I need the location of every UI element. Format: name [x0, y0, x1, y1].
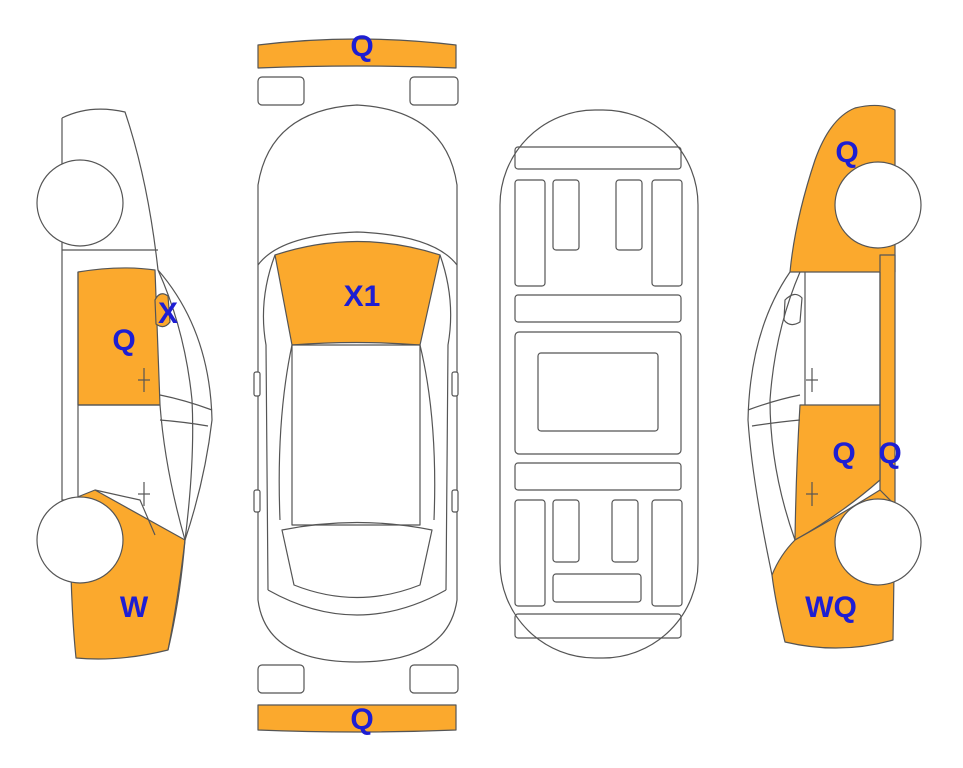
top-side-line-right — [439, 254, 452, 591]
right-front-wheel — [834, 498, 922, 586]
mark-right-rear-quarter: Q — [835, 136, 858, 169]
left-side-view — [36, 108, 213, 660]
rear-bumper-panel[interactable] — [257, 704, 457, 733]
damage-marks: Q X1 Q Q X W Q Q Q WQ — [112, 30, 901, 736]
mark-right-front-door: Q — [832, 437, 855, 470]
top-roof — [291, 344, 421, 526]
left-front-wheel — [36, 496, 124, 584]
mark-left-mirror: X — [158, 297, 178, 330]
mark-front-bumper: Q — [350, 30, 373, 63]
front-bumper-panel[interactable] — [257, 38, 457, 69]
top-mirror-left — [253, 371, 261, 397]
rear-taillight-left — [257, 664, 305, 694]
left-body-outline — [61, 108, 213, 651]
underside-view — [499, 109, 699, 659]
mark-right-pillar: Q — [878, 437, 901, 470]
left-mirror-panel[interactable] — [154, 293, 171, 328]
left-rear-wheel — [36, 159, 124, 247]
front-headlight-left — [257, 76, 305, 106]
top-door-line-right — [419, 344, 436, 521]
rear-taillight-right — [409, 664, 459, 694]
top-rear-window — [281, 521, 433, 599]
mark-left-front-door: Q — [112, 324, 135, 357]
top-body-outline — [257, 104, 458, 663]
front-headlight-right — [409, 76, 459, 106]
right-rear-wheel — [834, 161, 922, 249]
mark-right-front-fender: WQ — [805, 591, 857, 624]
underside-outline — [499, 109, 699, 659]
top-door-line-left — [278, 344, 293, 521]
top-handle-right — [451, 489, 459, 513]
top-view — [253, 38, 459, 733]
right-side-view — [747, 104, 922, 649]
top-hood-line — [257, 231, 458, 266]
top-trunk-line — [267, 589, 447, 616]
left-front-door-panel[interactable] — [77, 267, 161, 406]
top-side-line-left — [262, 254, 276, 591]
top-handle-left — [253, 489, 261, 513]
mark-rear-bumper: Q — [350, 703, 373, 736]
mark-windshield: X1 — [344, 280, 381, 313]
top-mirror-right — [451, 371, 459, 397]
mark-left-front-fender: W — [120, 591, 149, 624]
